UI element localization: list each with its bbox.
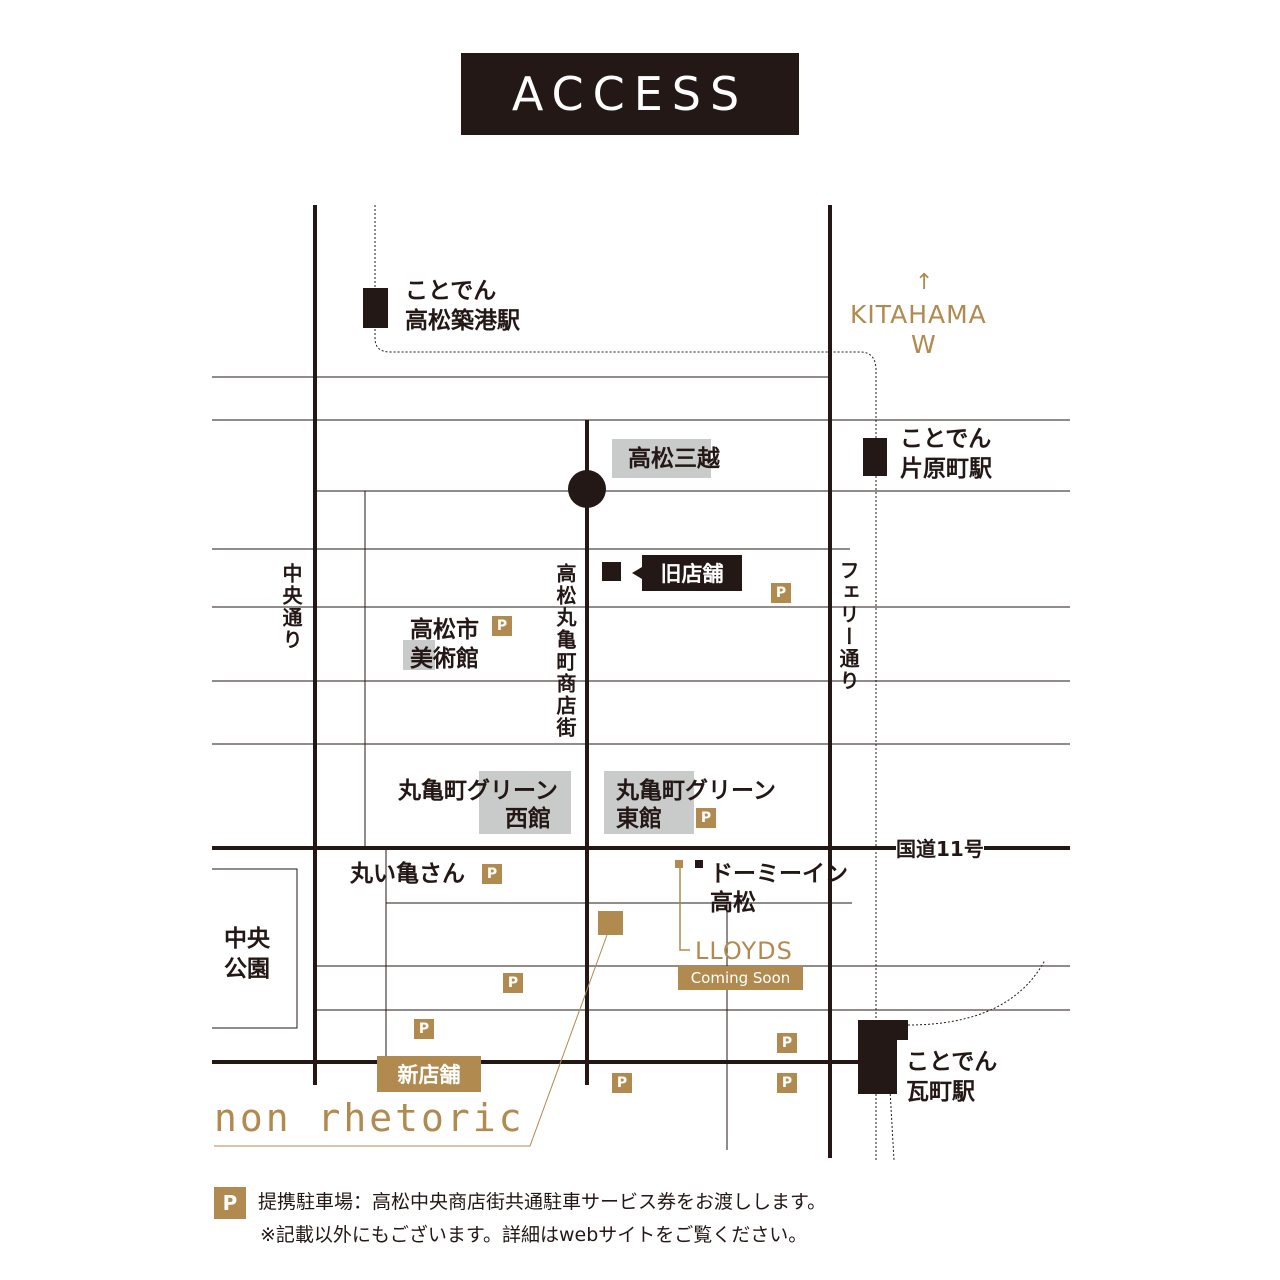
green-west-block bbox=[479, 771, 571, 834]
footer-text-1: 提携駐車場：高松中央商店街共通駐車サービス券をお渡しします。 bbox=[258, 1191, 827, 1213]
access-title: ACCESS bbox=[511, 67, 749, 121]
marui-kamesan-label: 丸い亀さん bbox=[350, 861, 465, 887]
lloyds-coming-soon-badge: Coming Soon bbox=[678, 966, 803, 990]
parking-icon: P bbox=[777, 1073, 797, 1093]
kataharamachi-label-1: ことでん bbox=[900, 426, 992, 452]
museum-block bbox=[403, 640, 435, 670]
parking-icon: P bbox=[696, 808, 716, 828]
central-park-outline bbox=[212, 868, 298, 1029]
kataharamachi-label-2: 片原町駅 bbox=[900, 456, 992, 482]
track-south-2 bbox=[889, 1089, 895, 1161]
footer-text-2: ※記載以外にもございます。詳細はwebサイトをご覧ください。 bbox=[260, 1223, 808, 1246]
lloyds-label: LLOYDS bbox=[695, 937, 793, 965]
minor-streets bbox=[212, 376, 1070, 1150]
station-markers bbox=[363, 288, 908, 1094]
lloyds-marker bbox=[675, 860, 683, 868]
kitahama-label: KITAHAMA bbox=[850, 300, 987, 329]
kawaramachi-label-1: ことでん bbox=[906, 1049, 998, 1075]
parking-icon: P bbox=[771, 583, 791, 603]
museum-label-2: 美術館 bbox=[410, 646, 479, 672]
new-store-leader bbox=[214, 934, 608, 1147]
mitsukoshi-block bbox=[612, 439, 711, 478]
kotoden-tracks bbox=[374, 205, 1046, 1161]
kataharamachi-station bbox=[863, 438, 887, 476]
parking-icon: P bbox=[414, 1019, 434, 1039]
old-store-pointer bbox=[632, 567, 642, 579]
chikko-station bbox=[363, 288, 388, 328]
new-store-square bbox=[598, 911, 623, 935]
brand-name: non rhetoric bbox=[214, 1096, 525, 1140]
kawaramachi-label-2: 瓦町駅 bbox=[906, 1079, 975, 1105]
parking-icon: P bbox=[214, 1186, 246, 1219]
route11-label: 国道11号 bbox=[896, 836, 984, 862]
north-arrow-icon: ↑ bbox=[915, 270, 934, 295]
dormy-label-2: 高松 bbox=[710, 890, 756, 916]
kawaramachi-station bbox=[858, 1020, 908, 1094]
dormy-marker bbox=[695, 860, 703, 868]
parking-icon: P bbox=[492, 616, 512, 636]
kitahama-w-label: W bbox=[911, 330, 936, 359]
lloyds-leader bbox=[679, 868, 690, 951]
green-west-label-1: 丸亀町グリーン bbox=[398, 778, 558, 804]
parking-icon: P bbox=[482, 864, 502, 884]
green-east-label-1: 丸亀町グリーン bbox=[616, 778, 776, 804]
green-east-block bbox=[604, 771, 694, 834]
parking-icon: P bbox=[503, 973, 523, 993]
footer-notes: P 提携駐車場：高松中央商店街共通駐車サービス券をお渡しします。 ※記載以外にもご… bbox=[214, 1186, 826, 1251]
mitsukoshi-intersection-circle bbox=[568, 470, 606, 508]
museum-label-1: 高松市 bbox=[410, 617, 479, 643]
shotengai-label: 高松丸亀町商店街 bbox=[553, 563, 577, 739]
access-title-box: ACCESS bbox=[461, 53, 799, 135]
green-east-label-2: 東館 bbox=[616, 806, 662, 832]
old-store-square bbox=[602, 562, 621, 581]
building-blocks bbox=[403, 439, 711, 834]
track-east bbox=[907, 959, 1046, 1026]
central-park-label-1: 中央 bbox=[224, 926, 270, 952]
green-west-label-2: 西館 bbox=[505, 806, 551, 832]
new-store-label: 新店舗 bbox=[377, 1056, 481, 1092]
chuo-dori-label: 中央通り bbox=[279, 563, 303, 651]
central-park-label-2: 公園 bbox=[224, 956, 270, 982]
parking-icon: P bbox=[612, 1073, 632, 1093]
chikko-label-2: 高松築港駅 bbox=[405, 308, 520, 334]
old-store-label: 旧店舗 bbox=[642, 555, 742, 591]
parking-icon: P bbox=[777, 1033, 797, 1053]
ferry-dori-label: フェリー通り bbox=[836, 560, 860, 692]
chikko-label-1: ことでん bbox=[405, 278, 497, 304]
footer-line-1: P 提携駐車場：高松中央商店街共通駐車サービス券をお渡しします。 bbox=[214, 1186, 826, 1219]
dormy-label-1: ドーミーイン bbox=[710, 861, 848, 887]
mitsukoshi-label: 高松三越 bbox=[628, 446, 720, 472]
